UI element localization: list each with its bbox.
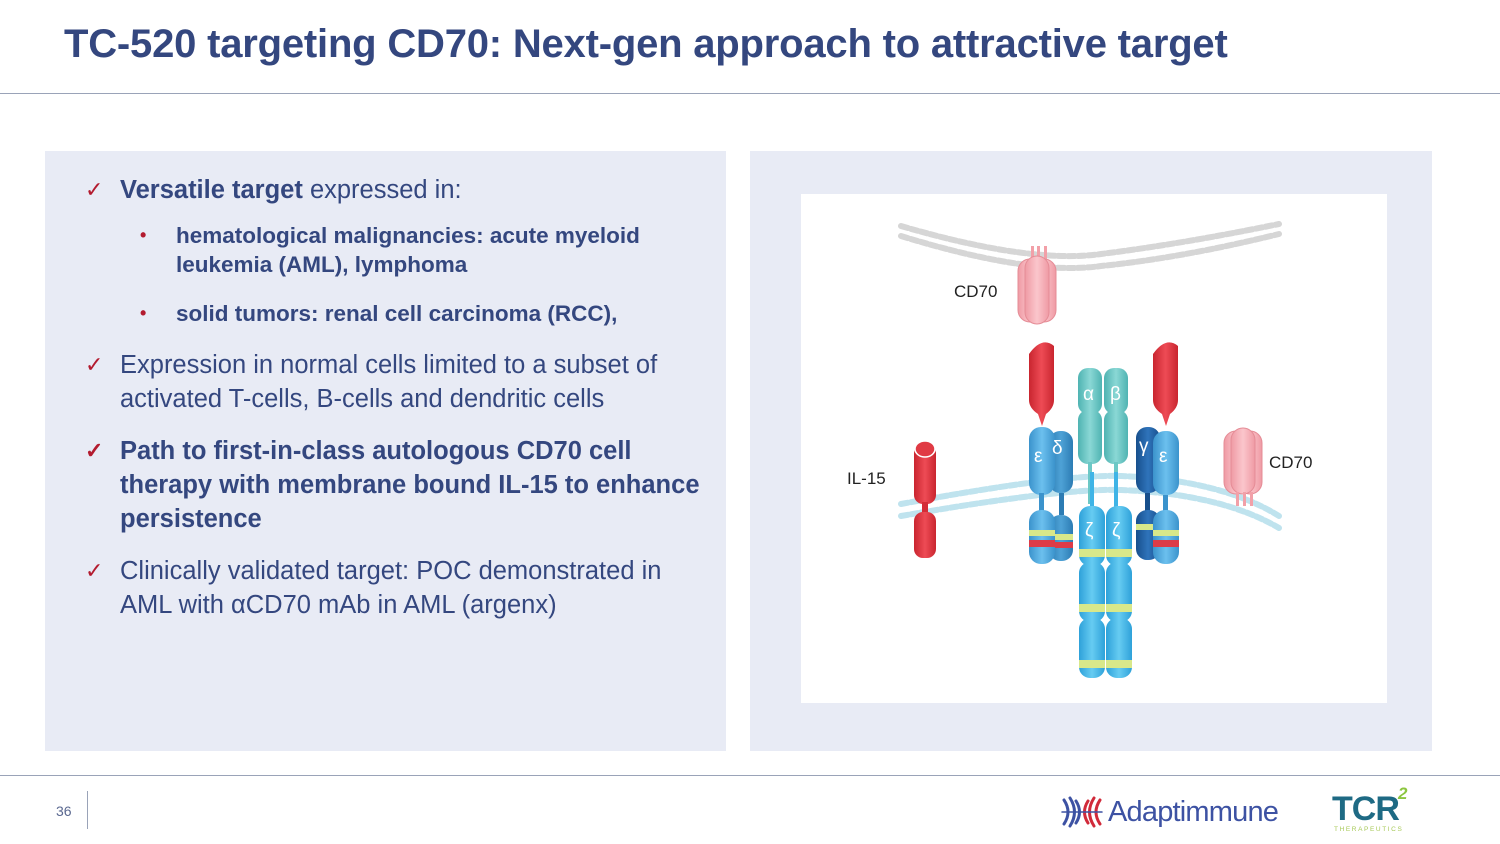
title-divider: [0, 93, 1500, 94]
tcr2-logo: TCR 2 THERAPEUTICS: [1332, 784, 1422, 836]
bullet-text: Expression in normal cells limited to a …: [120, 351, 658, 413]
cd70-right-label: CD70: [1269, 453, 1312, 472]
epsilon-right-label: ε: [1159, 446, 1168, 467]
cd3-epsilon-delta-left: [1029, 427, 1073, 564]
tcr-wordmark: TCR: [1332, 790, 1400, 828]
cd3-gamma-epsilon-right: [1136, 427, 1179, 564]
figure-panel: CD70 IL-15: [750, 151, 1432, 751]
checkmark-icon: ✓: [85, 438, 104, 463]
checkmark-icon: ✓: [85, 558, 104, 583]
bullet-dot-icon: •: [140, 225, 147, 245]
bullet-versatile-target: ✓ Versatile target expressed in:: [85, 173, 705, 207]
car-right: [1153, 342, 1178, 426]
footer-divider: [0, 775, 1500, 776]
bullet-list: ✓ Versatile target expressed in: • hemat…: [85, 173, 705, 622]
il15-label: IL-15: [847, 469, 886, 488]
adaptimmune-logo: Adaptimmune: [1060, 793, 1279, 831]
sub-bullet-list: • hematological malignancies: acute myel…: [85, 221, 705, 328]
bullet-text: expressed in:: [302, 176, 462, 204]
adaptimmune-mark-icon: [1061, 796, 1103, 828]
checkmark-icon: ✓: [85, 177, 104, 202]
tcr-complex-illustration: CD70 IL-15: [847, 221, 1312, 678]
gamma-label: γ: [1139, 436, 1149, 457]
epsilon-left-label: ε: [1034, 446, 1043, 467]
slide-title: TC-520 targeting CD70: Next-gen approach…: [64, 22, 1228, 66]
alpha-label: α: [1083, 384, 1094, 405]
tcr-superscript: 2: [1398, 784, 1408, 803]
bullet-first-in-class: ✓ Path to first-in-class autologous CD70…: [85, 434, 705, 536]
bullet-bold-text: Versatile target: [120, 176, 303, 204]
beta-label: β: [1110, 384, 1121, 405]
tcr-diagram: CD70 IL-15: [801, 194, 1387, 703]
page-number: 36: [56, 803, 72, 819]
cd70-right-trimer: [1223, 427, 1263, 506]
tcr-subtitle: THERAPEUTICS: [1334, 826, 1404, 833]
delta-label: δ: [1052, 438, 1063, 459]
t-cell-membrane: [898, 472, 1282, 531]
bullet-clinically-validated: ✓ Clinically validated target: POC demon…: [85, 554, 705, 622]
cd70-top-label: CD70: [954, 282, 997, 301]
page-number-divider: [87, 791, 88, 829]
cd3-zeta-dimer: [1079, 472, 1132, 678]
sub-bullet-text: hematological malignancies: acute myeloi…: [176, 223, 640, 277]
zeta-right-label: ζ: [1112, 520, 1121, 541]
sub-bullet-text: solid tumors: renal cell carcinoma (RCC)…: [176, 301, 618, 326]
bullet-panel: ✓ Versatile target expressed in: • hemat…: [45, 151, 726, 751]
target-cell-membrane: [898, 221, 1282, 271]
bullet-normal-expression: ✓ Expression in normal cells limited to …: [85, 348, 705, 416]
sub-bullet-hematological: • hematological malignancies: acute myel…: [85, 221, 705, 279]
cd70-top-trimer: [1017, 246, 1057, 325]
sub-bullet-solid-tumors: • solid tumors: renal cell carcinoma (RC…: [85, 299, 705, 328]
bullet-text: Clinically validated target: POC demonst…: [120, 557, 662, 619]
zeta-left-label: ζ: [1085, 520, 1094, 541]
car-left: [1029, 342, 1054, 426]
il15-construct: [914, 440, 936, 558]
adaptimmune-wordmark: Adaptimmune: [1108, 795, 1279, 828]
bullet-dot-icon: •: [140, 303, 147, 323]
bullet-text: Path to first-in-class autologous CD70 c…: [120, 437, 700, 533]
checkmark-icon: ✓: [85, 352, 104, 377]
